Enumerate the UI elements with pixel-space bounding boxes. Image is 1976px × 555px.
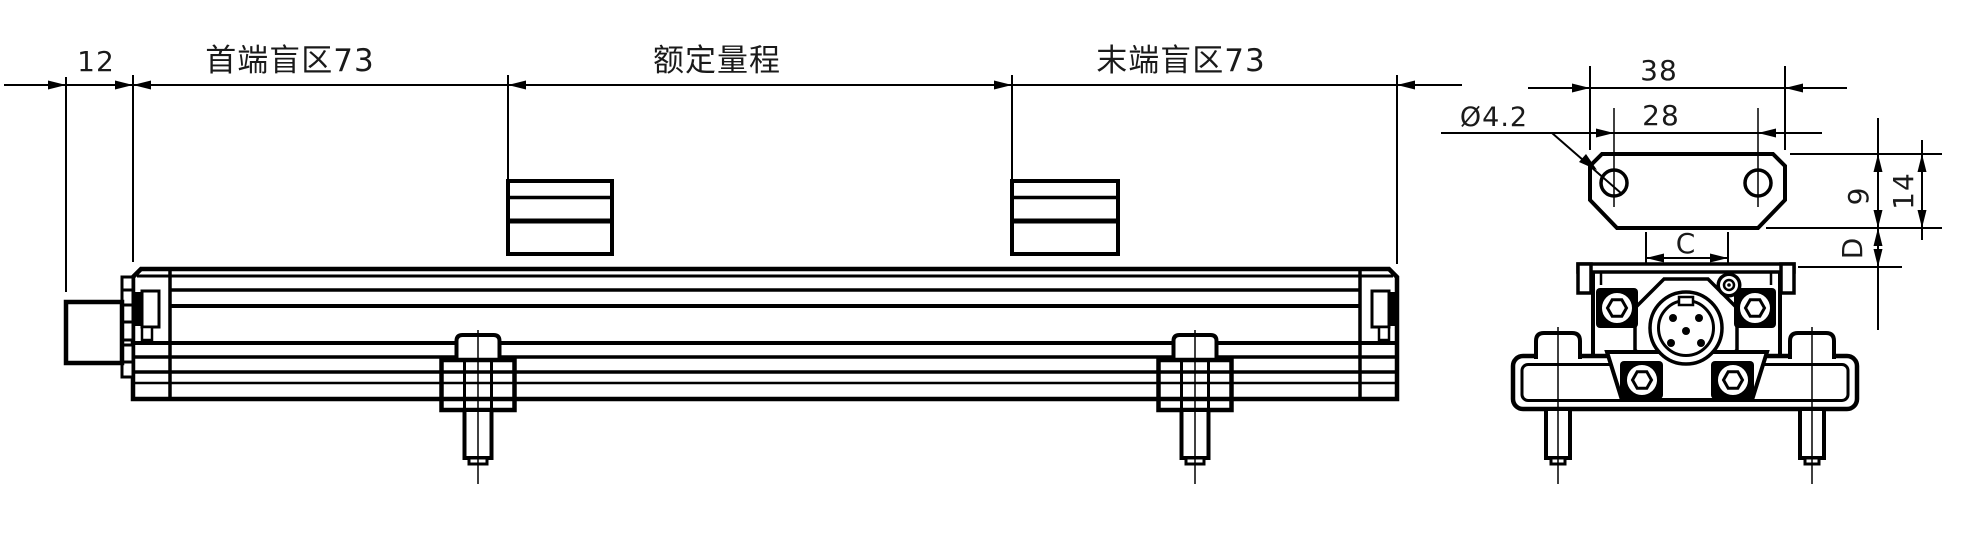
dims-9-14-d bbox=[1766, 118, 1942, 330]
left-interface-stack bbox=[120, 275, 135, 379]
t-bolt-left bbox=[1534, 327, 1582, 484]
dim-label-rated-range: 额定量程 bbox=[653, 43, 781, 79]
hex-socket-icon bbox=[1721, 370, 1745, 390]
magnet-slider-block-1 bbox=[506, 179, 614, 256]
magnet-slider-block-2 bbox=[1010, 179, 1120, 256]
dimension-arrowheads bbox=[48, 80, 1415, 90]
sensor-housing-profile bbox=[63, 266, 1400, 402]
right-endcap-latch bbox=[1370, 289, 1396, 342]
connector-pins bbox=[1667, 314, 1705, 347]
dim-label-28: 28 bbox=[1642, 99, 1680, 132]
cable-connector-block bbox=[63, 299, 125, 366]
dim-label-d: D bbox=[1836, 237, 1869, 260]
dim-label-tail-blind-zone: 末端盲区73 bbox=[1096, 43, 1265, 79]
slider-plate-front bbox=[1588, 108, 1787, 230]
mounting-clamp-2 bbox=[1156, 330, 1234, 484]
connector-keyway bbox=[1677, 295, 1695, 307]
dim-label-9: 9 bbox=[1842, 187, 1875, 206]
hex-socket-icon bbox=[1605, 298, 1629, 318]
t-bolt-right bbox=[1788, 327, 1836, 484]
dim-38 bbox=[1528, 66, 1847, 150]
side-view-drawing: 12 首端盲区73 额定量程 末端盲区73 bbox=[4, 43, 1462, 484]
mounting-clamp-1 bbox=[439, 330, 517, 484]
dim-28-and-leader bbox=[1441, 128, 1822, 195]
corner-screws bbox=[1596, 288, 1776, 399]
dim-label-c: C bbox=[1676, 227, 1697, 260]
dim-label-hole-diameter: Ø4.2 bbox=[1460, 102, 1528, 133]
dim-label-38: 38 bbox=[1640, 54, 1678, 87]
end-view-drawing: Ø4.2 38 28 C 9 14 D bbox=[1441, 54, 1942, 484]
dim-c bbox=[1645, 232, 1729, 264]
indicator-led bbox=[1716, 272, 1742, 298]
left-endcap-latch bbox=[135, 289, 161, 342]
top-flange bbox=[1576, 262, 1796, 295]
sensor-body-end-view bbox=[1510, 262, 1860, 484]
dim-label-14: 14 bbox=[1887, 172, 1920, 210]
hex-socket-icon bbox=[1743, 298, 1767, 318]
dim-label-head-blind-zone: 首端盲区73 bbox=[205, 43, 374, 79]
side-view-dimension-chain bbox=[4, 75, 1462, 292]
hex-socket-icon bbox=[1630, 370, 1654, 390]
dim-label-offset-12: 12 bbox=[77, 45, 115, 78]
circular-connector bbox=[1648, 290, 1724, 366]
